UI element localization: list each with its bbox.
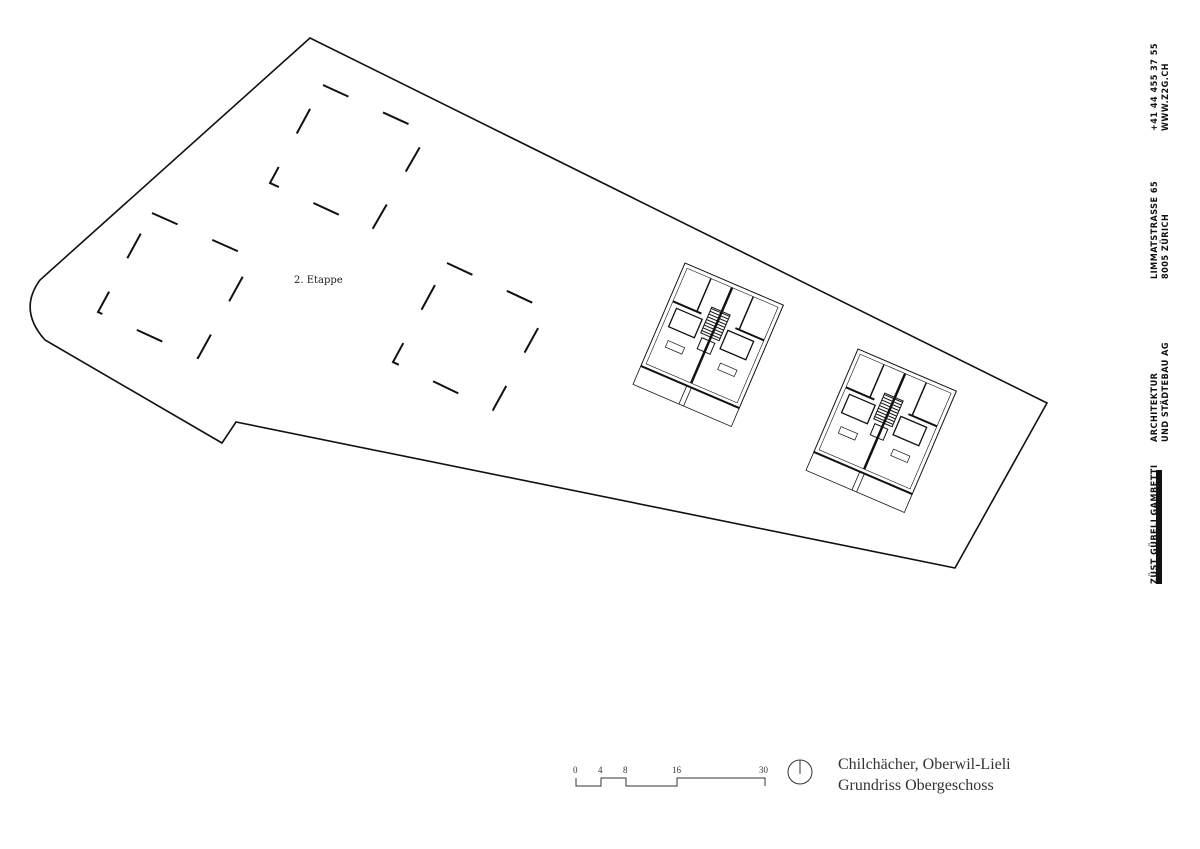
scale-tick-label: 8 xyxy=(623,765,628,775)
firm-city: 8005 ZÜRICH xyxy=(1161,213,1171,279)
north-arrow-icon xyxy=(787,759,813,785)
building-plan xyxy=(631,261,785,428)
scale-tick-label: 30 xyxy=(759,765,768,775)
sheet-title: Grundriss Obergeschoss xyxy=(838,777,994,794)
scale-tick-label: 0 xyxy=(573,765,578,775)
firm-type-line1: ARCHITEKTUR xyxy=(1150,372,1160,442)
firm-street: LIMMATSTRASSE 65 xyxy=(1150,180,1160,279)
scale-tick-label: 4 xyxy=(598,765,603,775)
firm-logo-bar xyxy=(1156,470,1162,584)
firm-phone: +41 44 455 37 55 xyxy=(1150,42,1160,131)
project-title: Chilchächer, Oberwil-Lieli xyxy=(838,756,1011,773)
firm-web: WWW.Z2G.CH xyxy=(1161,62,1171,131)
future-building-outline xyxy=(268,83,430,232)
firm-type-line2: UND STÄDTEBAU AG xyxy=(1161,341,1171,442)
title-block: Chilchächer, Oberwil-Lieli Grundriss Obe… xyxy=(838,754,1011,796)
firm-contact: +41 44 455 37 55 WWW.Z2G.CH xyxy=(1150,43,1172,131)
site-boundary xyxy=(29,37,1049,569)
scale-tick-label: 16 xyxy=(672,765,681,775)
firm-type: ARCHITEKTUR UND STÄDTEBAU AG xyxy=(1150,342,1172,442)
future-building-outline xyxy=(391,261,550,412)
firm-address: LIMMATSTRASSE 65 8005 ZÜRICH xyxy=(1150,181,1172,279)
scale-bar xyxy=(575,777,766,787)
future-building-outline xyxy=(96,211,255,360)
building-plan xyxy=(804,347,958,514)
stage-label: 2. Etappe xyxy=(294,275,343,286)
